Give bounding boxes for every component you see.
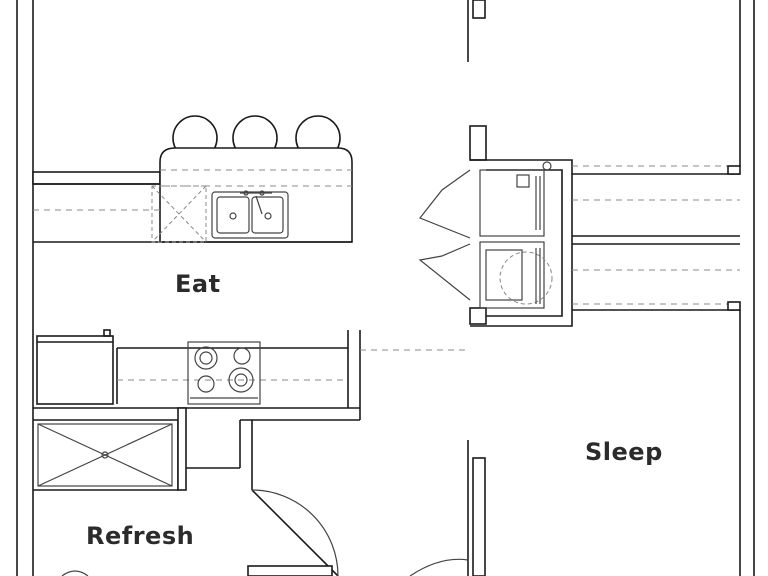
bifold-door-icon — [418, 169, 471, 301]
exterior-wall-right — [739, 0, 755, 576]
kitchen-bath-wall — [33, 407, 360, 491]
kitchen-island — [33, 115, 353, 243]
room-label-sleep: Sleep — [585, 438, 663, 466]
dryer-icon — [479, 241, 553, 309]
exterior-wall-left — [16, 0, 34, 576]
kitchen-counter — [33, 329, 470, 420]
closet-rails — [572, 165, 741, 311]
refrigerator — [36, 335, 114, 405]
double-sink-icon — [211, 190, 289, 239]
room-label-eat: Eat — [175, 270, 221, 298]
sleep-wall-stub — [409, 440, 486, 576]
range-cooktop-icon — [187, 341, 261, 405]
bathroom-door — [247, 489, 339, 576]
top-wall-stub — [467, 0, 486, 62]
dishwasher — [151, 185, 207, 243]
room-label-refresh: Refresh — [86, 522, 195, 550]
shower-pan — [37, 423, 173, 487]
toilet-icon — [61, 570, 89, 576]
washer-icon — [479, 161, 552, 237]
laundry-closet — [418, 125, 741, 327]
eat-left-wall — [32, 171, 161, 185]
